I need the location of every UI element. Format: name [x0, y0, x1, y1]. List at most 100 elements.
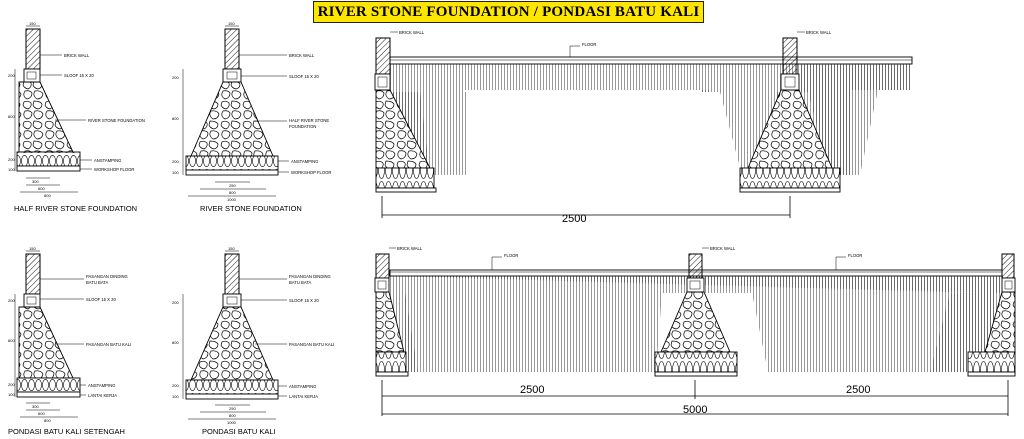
label-brick-wall-left: BRICK WALL: [399, 30, 425, 35]
dim-250: 250: [229, 183, 236, 188]
brick-wall: [224, 28, 240, 70]
anstamping-left: [375, 167, 435, 189]
dim-800: 800: [8, 338, 15, 343]
work-floor: [16, 165, 81, 172]
dim-800w: 800: [44, 418, 51, 423]
label-floor-right: FLOOR: [848, 253, 862, 258]
label-wall-1: PASANGAN DINDING: [289, 274, 331, 279]
detail-batu-kali: 150 200 800 200 100 250 800 1000 PASANGA…: [172, 246, 334, 436]
dim-200b: 200: [172, 159, 179, 164]
label-anstamping: ANSTAMPING: [289, 384, 316, 389]
label-wall-1: PASANGAN DINDING: [86, 274, 128, 279]
detail-half-river-stone: 150 200 800 200 100 300 600 800 BRICK WA…: [8, 21, 145, 213]
label-brick-wall-left: BRICK WALL: [397, 246, 423, 251]
dim-100: 100: [172, 170, 179, 175]
stone-foundation: [190, 306, 274, 381]
dim-600: 600: [38, 186, 45, 191]
stone-foundation-mid: [660, 291, 731, 353]
label-foundation-2: FOUNDATION: [289, 124, 316, 129]
label-brick-wall: BRICK WALL: [289, 53, 315, 58]
sloof-left: [374, 73, 391, 91]
section-bottom: FLOOR FLOOR BRICK WALL BRICK WALL: [374, 246, 1016, 416]
anstamping-mid: [654, 351, 738, 373]
label-wall-2: BATU BATA: [86, 280, 109, 285]
label-anstamping: ANSTAMPING: [291, 159, 318, 164]
brick-wall: [224, 253, 240, 295]
dim-800w: 800: [229, 413, 236, 418]
dim-800w: 800: [229, 190, 236, 195]
label-foundation: RIVER STONE FOUNDATION: [88, 118, 145, 123]
dim-span-2500: 2500: [562, 213, 586, 225]
work-floor: [185, 169, 279, 176]
caption-batu-kali: PONDASI BATU KALI: [202, 427, 276, 436]
anstamping: [16, 151, 81, 167]
dim-200b: 200: [8, 157, 15, 162]
anstamping: [16, 377, 81, 393]
dim-200: 200: [8, 298, 15, 303]
brick-wall: [25, 28, 41, 70]
label-wall-2: BATU BATA: [289, 280, 312, 285]
dim-100: 100: [8, 392, 15, 397]
brick-wall: [25, 253, 41, 295]
brick-wall-left: [375, 253, 390, 279]
label-brick-wall-mid: BRICK WALL: [710, 246, 736, 251]
label-sloof: SLOOF 15 X 20: [86, 297, 116, 302]
brick-wall-mid: [688, 253, 703, 279]
dim-250: 250: [229, 406, 236, 411]
dim-top-width: 150: [29, 246, 36, 251]
label-sloof: SLOOF 15 X 20: [289, 298, 319, 303]
sloof: [222, 68, 242, 83]
floor-slab: [389, 56, 913, 65]
dim-total-5000: 5000: [683, 404, 707, 416]
label-floor-left: FLOOR: [504, 253, 518, 258]
detail-half-batu-kali: 150 200 800 200 100 300 600 800 PASANGAN…: [8, 246, 131, 436]
caption-half-river-stone: HALF RIVER STONE FOUNDATION: [14, 204, 137, 213]
dim-800: 800: [172, 116, 179, 121]
dim-200b: 200: [8, 382, 15, 387]
anstamping: [185, 155, 279, 171]
anstamping-right: [739, 167, 841, 189]
dim-top-width: 150: [228, 21, 235, 26]
page-title: RIVER STONE FOUNDATION / PONDASI BATU KA…: [313, 1, 704, 23]
label-sloof: SLOOF 15 X 20: [289, 74, 319, 79]
label-anstamping: ANSTAMPING: [94, 158, 121, 163]
dim-300: 300: [32, 179, 39, 184]
dim-200b: 200: [172, 383, 179, 388]
dim-100: 100: [8, 167, 15, 172]
label-anstamping: ANSTAMPING: [88, 383, 115, 388]
anstamping-right: [967, 351, 1016, 373]
dim-200: 200: [8, 73, 15, 78]
dim-800: 800: [172, 340, 179, 345]
dim-span-right: 2500: [846, 384, 870, 396]
sloof-right: [780, 73, 800, 91]
label-sloof: SLOOF 15 X 20: [64, 73, 94, 78]
dim-200: 200: [172, 300, 179, 305]
work-floor: [185, 393, 279, 400]
dim-span-left: 2500: [520, 384, 544, 396]
dim-300: 300: [32, 404, 39, 409]
sloof: [23, 68, 41, 83]
label-floor: LANTAI KERJA: [289, 394, 318, 399]
caption-river-stone: RIVER STONE FOUNDATION: [200, 204, 302, 213]
stone-foundation: [18, 306, 74, 379]
sloof: [222, 293, 242, 308]
label-floor: WORKSHOP FLOOR: [291, 170, 331, 175]
brick-wall-right: [782, 37, 798, 75]
label-floor: LANTAI KERJA: [88, 393, 117, 398]
label-brick-wall-right: BRICK WALL: [806, 30, 832, 35]
dim-100: 100: [172, 394, 179, 399]
section-top: FLOOR BRICK WALL BRICK WALL 2500: [374, 30, 913, 225]
label-floor: FLOOR: [582, 42, 596, 47]
dim-600: 600: [38, 411, 45, 416]
brick-wall-right: [1001, 253, 1015, 279]
dim-top-width: 150: [29, 21, 36, 26]
caption-half-batu-kali: PONDASI BATU KALI SETENGAH: [8, 427, 125, 436]
dim-200: 200: [172, 75, 179, 80]
detail-river-stone: 150 200 800 200 100 250 800 1000 BRICK W…: [172, 21, 331, 213]
dim-1000: 1000: [227, 197, 237, 202]
label-foundation: PASANGAN BATU KALI: [289, 342, 334, 347]
work-floor: [16, 391, 81, 398]
anstamping: [185, 379, 279, 395]
label-floor: WORKSHOP FLOOR: [94, 167, 134, 172]
